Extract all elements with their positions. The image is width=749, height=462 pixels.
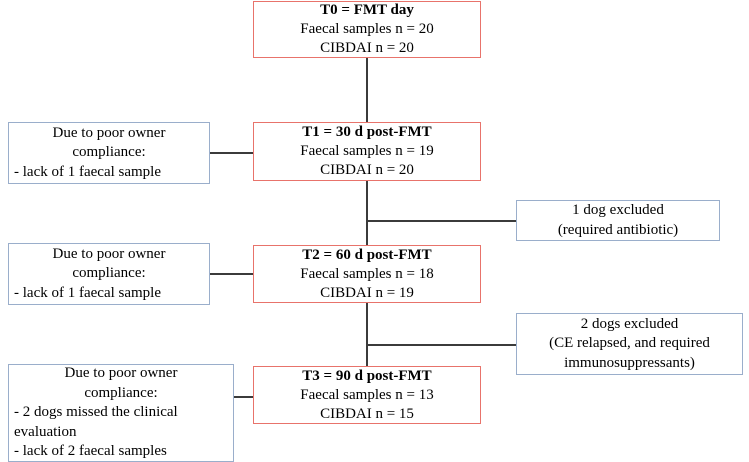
- timepoint-box-t1: T1 = 30 d post-FMT Faecal samples n = 19…: [253, 122, 481, 181]
- note-t2-line-1: Due to poor owner: [52, 245, 166, 262]
- timepoint-faecal-t2: Faecal samples n = 18: [300, 265, 434, 282]
- note-t3-line-3: - 2 dogs missed the clinical: [14, 404, 178, 421]
- timepoint-cibdai-t0: CIBDAI n = 20: [320, 40, 414, 56]
- exclusion-box-1: 1 dog excluded (required antibiotic): [516, 200, 720, 241]
- connector-t2-to-t3: [366, 303, 368, 366]
- timepoint-box-t3: T3 = 90 d post-FMT Faecal samples n = 13…: [253, 366, 481, 424]
- note-t2-line-2: compliance:: [72, 265, 146, 282]
- connector-t0-to-t1: [366, 58, 368, 122]
- connector-note-t1-to-t1: [210, 152, 254, 154]
- timepoint-box-t0: T0 = FMT day Faecal samples n = 20 CIBDA…: [253, 1, 481, 58]
- connector-note-t3-to-t3: [233, 396, 254, 398]
- connector-t1-to-t2: [366, 181, 368, 246]
- timepoint-title-t0: T0 = FMT day: [320, 2, 414, 18]
- note-box-compliance-t3: Due to poor owner compliance: - 2 dogs m…: [8, 364, 234, 462]
- note-t1-line-3: - lack of 1 faecal sample: [14, 163, 162, 180]
- note-t2-line-3: - lack of 1 faecal sample: [14, 284, 162, 301]
- exclusion-box-2: 2 dogs excluded (CE relapsed, and requir…: [516, 313, 743, 375]
- timepoint-cibdai-t3: CIBDAI n = 15: [320, 405, 414, 422]
- timepoint-title-t1: T1 = 30 d post-FMT: [302, 124, 432, 140]
- connector-t1-to-exclusion-1: [366, 220, 517, 222]
- timepoint-cibdai-t2: CIBDAI n = 19: [320, 284, 414, 301]
- connector-note-t2-to-t2: [210, 273, 254, 275]
- note-t3-line-5: - lack of 2 faecal samples: [14, 443, 167, 460]
- note-t3-line-1: Due to poor owner: [64, 365, 178, 382]
- timepoint-cibdai-t1: CIBDAI n = 20: [320, 162, 414, 178]
- note-t1-line-2: compliance:: [72, 144, 146, 161]
- note-box-compliance-t1: Due to poor owner compliance: - lack of …: [8, 122, 210, 184]
- exclusion-1-line-1: 1 dog excluded: [572, 202, 664, 218]
- note-t3-line-2: compliance:: [84, 384, 158, 401]
- timepoint-faecal-t0: Faecal samples n = 20: [300, 21, 434, 37]
- exclusion-1-line-2: (required antibiotic): [557, 221, 679, 238]
- connector-t2-to-exclusion-2: [366, 344, 517, 346]
- timepoint-faecal-t1: Faecal samples n = 19: [300, 143, 434, 159]
- note-box-compliance-t2: Due to poor owner compliance: - lack of …: [8, 243, 210, 305]
- timepoint-title-t3: T3 = 90 d post-FMT: [302, 367, 432, 384]
- note-t3-line-4: evaluation: [14, 423, 77, 440]
- timepoint-title-t2: T2 = 60 d post-FMT: [302, 246, 432, 263]
- timepoint-box-t2: T2 = 60 d post-FMT Faecal samples n = 18…: [253, 245, 481, 303]
- note-t1-line-1: Due to poor owner: [52, 124, 166, 141]
- exclusion-2-line-3: immunosuppressants): [564, 354, 695, 371]
- exclusion-2-line-1: 2 dogs excluded: [580, 315, 679, 332]
- timepoint-faecal-t3: Faecal samples n = 13: [300, 386, 434, 403]
- exclusion-2-line-2: (CE relapsed, and required: [549, 335, 710, 352]
